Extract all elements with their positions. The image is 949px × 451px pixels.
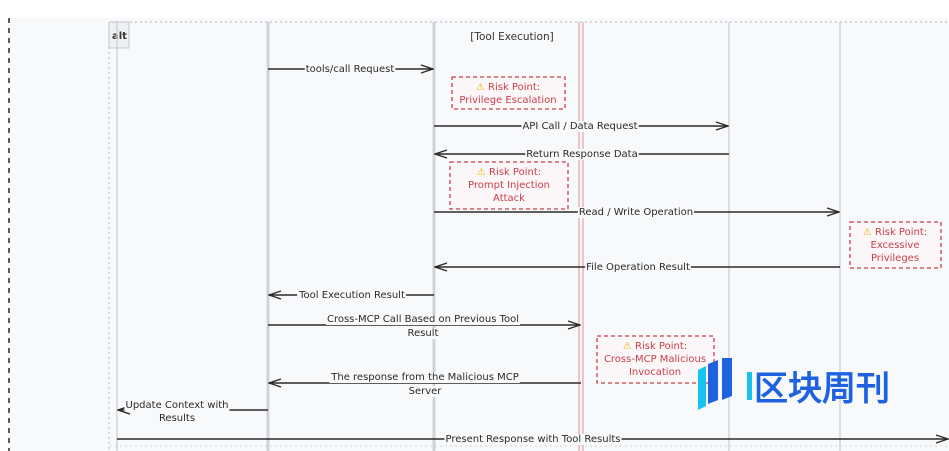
risk-notes: ⚠ Risk Point:Privilege Escalation⚠ Risk … (449, 76, 942, 384)
message: Tool Execution Result (269, 290, 434, 301)
message: Cross-MCP Call Based on Previous ToolRes… (268, 314, 580, 339)
message-label: Read / Write Operation (579, 207, 693, 218)
risk-note-border (449, 161, 569, 210)
message-label: Server (409, 386, 443, 397)
message-label: Cross-MCP Call Based on Previous Tool (327, 314, 519, 325)
message: API Call / Data Request (434, 121, 728, 132)
message-label: API Call / Data Request (522, 121, 637, 132)
warning-icon: ⚠ (623, 341, 632, 352)
risk-note-border (451, 76, 566, 110)
risk-note-title: ⚠ Risk Point: (477, 167, 541, 178)
message-label: Result (408, 328, 439, 339)
message-label-background (407, 386, 444, 397)
message-label: Present Response with Tool Results (445, 434, 620, 445)
risk-note-title: ⚠ Risk Point: (476, 82, 540, 93)
message-label-background (157, 413, 197, 424)
alt-fragment-label: alt (108, 21, 130, 49)
risk-note-text: Prompt Injection (468, 180, 550, 191)
risk-note-text: Privileges (871, 253, 919, 264)
risk-note-border (849, 221, 942, 269)
risk-note-border (596, 335, 715, 384)
message-label-background (406, 328, 440, 339)
risk-note-title: ⚠ Risk Point: (863, 227, 927, 238)
alt-operator-text: alt (112, 31, 127, 42)
message-label: tools/call Request (306, 64, 395, 75)
message-label-background (329, 372, 520, 383)
message-label-background (577, 207, 695, 218)
watermark-logo: 区块周刊 (698, 358, 890, 410)
message-label-background (304, 64, 396, 75)
message-label-background (521, 121, 639, 132)
risk-note: ⚠ Risk Point: Privilege Escalation (451, 76, 566, 110)
risk-note: ⚠ Risk Point: Cross-MCP MaliciousInvocati… (596, 335, 715, 384)
message: Read / Write Operation (434, 207, 839, 218)
warning-icon: ⚠ (863, 227, 872, 238)
logo-accent-bar (747, 372, 752, 400)
risk-note-text: Attack (493, 193, 525, 204)
risk-note-text: Privilege Escalation (459, 95, 556, 106)
message: The response from the Malicious MCP Serve… (269, 372, 581, 397)
watermark-text: 区块周刊 (754, 369, 890, 409)
message-label: Tool Execution Result (298, 290, 405, 301)
message: Present Response with Tool Results (117, 434, 948, 445)
risk-note-text: Excessive (871, 240, 920, 251)
logo-mark-icon (698, 358, 732, 410)
risk-note-text: Invocation (629, 367, 681, 378)
message-label: Results (159, 413, 195, 424)
message-label-background (444, 434, 622, 445)
message-label-background (525, 149, 639, 160)
message-label-background (297, 290, 406, 301)
message-label-background (325, 314, 521, 325)
message: File Operation Result (435, 262, 840, 273)
risk-note-title: ⚠ Risk Point: (623, 341, 687, 352)
message-label-background (585, 262, 691, 273)
message-label-background (124, 400, 230, 411)
warning-icon: ⚠ (476, 82, 485, 93)
section-label: [Tool Execution] (470, 31, 553, 43)
message: tools/call Request (268, 64, 433, 75)
message-label: Update Context with (126, 400, 229, 411)
message: Return Response Data (435, 149, 729, 160)
message-label: The response from the Malicious MCP (330, 372, 519, 383)
message-label: File Operation Result (586, 262, 690, 273)
risk-note-text: Cross-MCP Malicious (604, 354, 706, 365)
message-label: Return Response Data (526, 149, 637, 160)
warning-icon: ⚠ (477, 167, 486, 178)
